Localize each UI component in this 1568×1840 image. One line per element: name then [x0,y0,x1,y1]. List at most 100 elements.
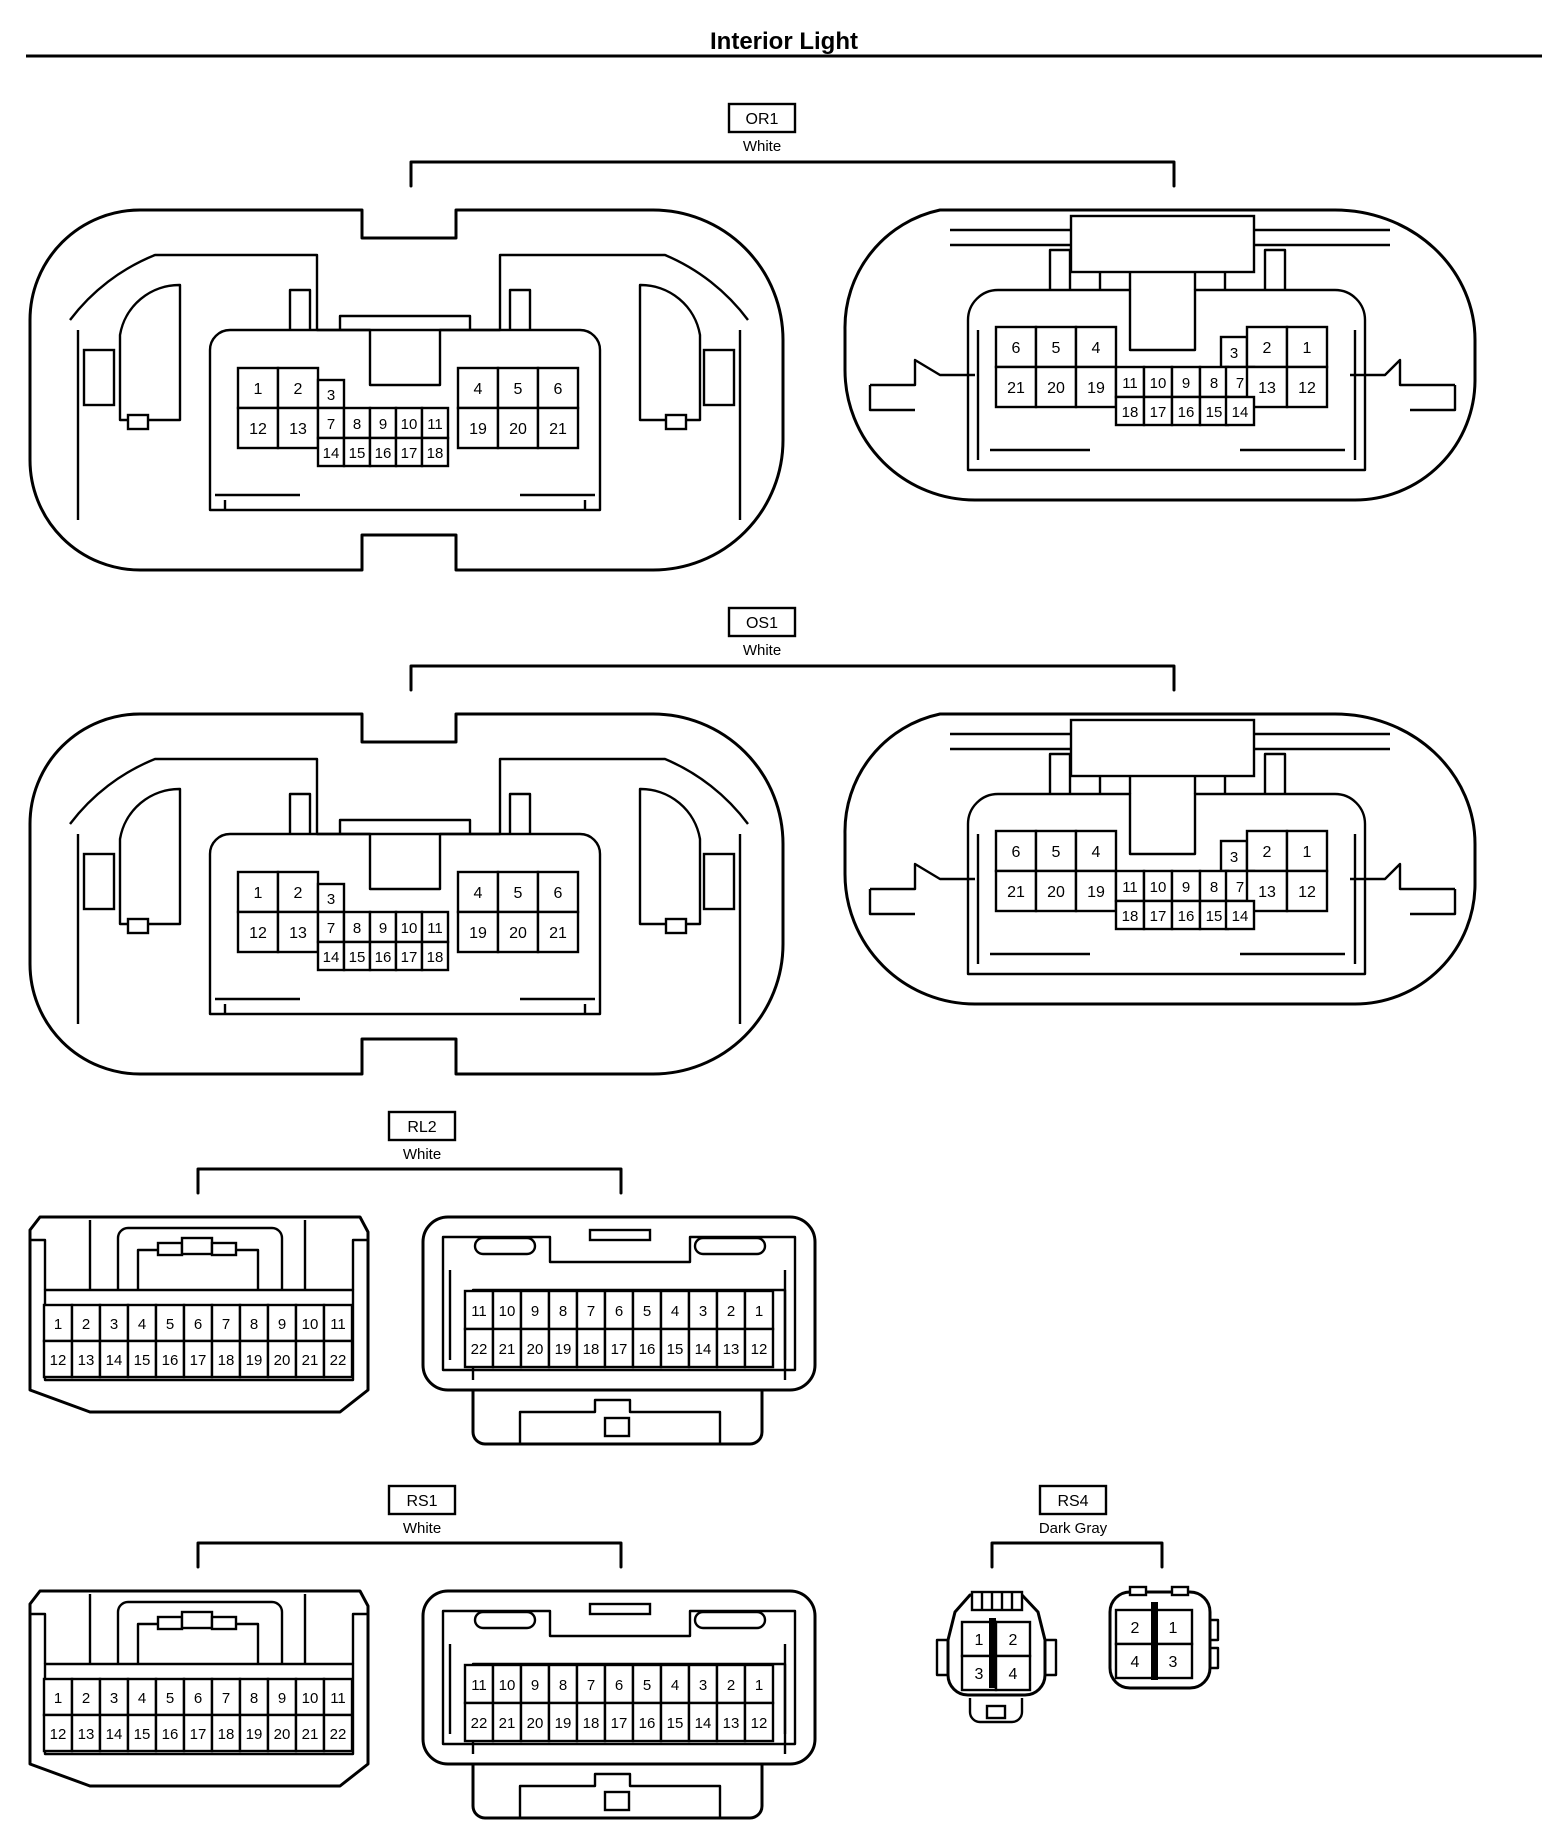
lock-tab-left [82,348,116,407]
pin-cell [294,1303,326,1343]
pin-number: 16 [639,1341,656,1358]
pin-number: 7 [222,1316,230,1333]
pin-cell [496,910,540,954]
pin-cell [519,1701,551,1743]
pin-cell [456,910,500,954]
pin-number: 10 [401,920,418,937]
pin-number: 3 [1230,849,1238,866]
connector-color: Dark Gray [1039,1520,1108,1537]
pin-block-posts [288,792,532,834]
pin-block-bottom [215,493,595,510]
pin-cell [463,1663,495,1705]
pin-number: 6 [554,885,563,902]
pin-cell [659,1289,691,1331]
pin-number: 4 [1092,340,1101,357]
pin-number: 9 [379,920,387,937]
latch-key [180,1610,214,1630]
pin-number: 9 [1182,375,1190,392]
pin-cell [182,1339,214,1379]
latch-inner [136,1248,260,1290]
pin-number: 20 [1047,380,1065,397]
pin-cell [70,1339,102,1379]
center-divider [1151,1602,1158,1680]
pin-cell [456,870,500,914]
pin-number: 20 [1047,884,1065,901]
pin-cell [491,1289,523,1331]
pin-cell [322,1713,354,1753]
pin-cell [342,406,372,440]
pin-number: 19 [469,421,487,438]
pin-number: 9 [1182,879,1190,896]
latch-arm-right [638,787,702,926]
pin-block-posts [288,288,532,330]
pin-number: 16 [375,949,392,966]
pin-number: 3 [110,1690,118,1707]
pin-number: 7 [327,920,335,937]
pin-number: 2 [82,1316,90,1333]
pin-number: 6 [194,1690,202,1707]
pin-number: 14 [695,1341,712,1358]
latch-tab [156,1615,184,1631]
pin-cell [70,1713,102,1753]
pin-number: 6 [554,381,563,398]
connector-code: OR1 [746,111,779,128]
connector-bracket [409,664,1176,692]
housing-ribs [88,1594,307,1664]
pin-number: 8 [250,1316,258,1333]
pin-number: 16 [1178,404,1195,421]
housing-side-walls [76,834,742,1024]
pin-cell [536,910,580,954]
housing-key [588,1602,652,1616]
pin-cell [394,436,424,468]
pin-block-frame [208,832,602,1016]
pin-number: 11 [427,416,443,433]
pin-cell [276,910,320,954]
pin-cell [743,1289,775,1331]
pin-number: 5 [1052,340,1061,357]
pin-number: 1 [254,381,263,398]
pin-cell [316,882,346,914]
housing-slot-right [693,1610,767,1630]
pin-number: 9 [531,1677,539,1694]
pin-number: 5 [514,885,523,902]
pin-number: 18 [1122,404,1139,421]
pin-number: 15 [667,1341,684,1358]
pin-number: 13 [289,421,307,438]
pin-number: 6 [615,1303,623,1320]
pin-number: 3 [1230,345,1238,362]
pin-number: 12 [751,1715,768,1732]
pin-number: 18 [218,1726,235,1743]
pin-cell [1142,395,1174,427]
pin-number: 21 [302,1352,319,1369]
pin-number: 15 [134,1352,151,1369]
pin-number: 18 [583,1715,600,1732]
top-tab-left [1128,1585,1148,1597]
pin-cell [342,940,372,972]
pin-cell [496,870,540,914]
pin-number: 18 [218,1352,235,1369]
pin-number: 4 [474,885,483,902]
pin-cell [1074,829,1118,873]
pin-number: 12 [249,925,267,942]
pin-cell [70,1303,102,1343]
pin-cell [154,1339,186,1379]
pin-cell [547,1663,579,1705]
pin-number: 10 [499,1303,516,1320]
lock-foot-right [664,413,688,431]
pin-number: 17 [611,1715,628,1732]
connector-code-box [1038,1484,1108,1516]
pin-cell [994,325,1038,369]
pin-cell [1219,335,1249,369]
pin-cell [266,1339,298,1379]
pin-number: 14 [1232,908,1249,925]
pin-number: 2 [1131,1620,1140,1637]
pin-number: 12 [1298,884,1316,901]
pin-number: 14 [106,1726,123,1743]
pin-cell [743,1701,775,1743]
pin-number: 13 [1258,380,1276,397]
